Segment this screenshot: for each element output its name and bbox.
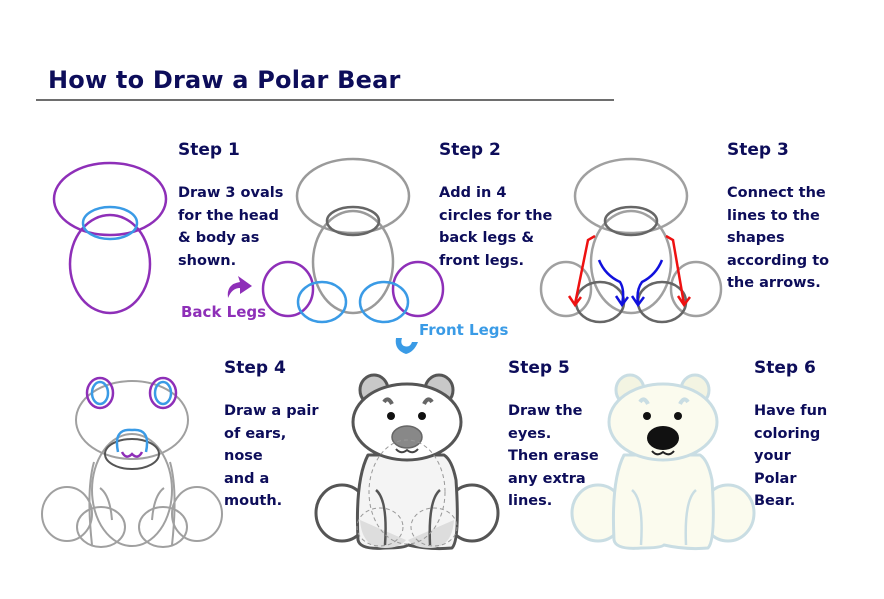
step-4-drawing: [41, 376, 223, 548]
step-5-heading: Step 5: [508, 358, 570, 378]
front-legs-label: Front Legs: [419, 321, 509, 339]
curved-arrow-icon: [227, 276, 252, 298]
step-3-drawing: [539, 157, 723, 324]
step-3-text: Connect the lines to the shapes accordin…: [727, 185, 830, 291]
step-6-text: Have fun coloring your Polar Bear.: [754, 403, 828, 509]
step-4-text: Draw a pair of ears, nose and a mouth.: [224, 403, 319, 509]
step-4-heading: Step 4: [224, 358, 286, 378]
step-2-text: Add in 4 circles for the back legs & fro…: [439, 185, 553, 269]
step-2-heading: Step 2: [439, 140, 501, 160]
back-legs-label: Back Legs: [181, 303, 267, 321]
step-1-drawing: [52, 161, 168, 315]
step-3-heading: Step 3: [727, 140, 789, 160]
step-1-text: Draw 3 ovals for the head & body as show…: [178, 185, 284, 269]
title-divider: [36, 99, 614, 101]
step-2-drawing: [261, 157, 445, 324]
step-1-heading: Step 1: [178, 140, 240, 160]
step-5-text: Draw the eyes. Then erase any extra line…: [508, 403, 599, 509]
curved-arrow-icon: [395, 338, 418, 354]
page-title: How to Draw a Polar Bear: [48, 66, 401, 94]
step-6-heading: Step 6: [754, 358, 816, 378]
step-5-drawing: [314, 373, 500, 551]
step-6-drawing: [570, 373, 756, 551]
